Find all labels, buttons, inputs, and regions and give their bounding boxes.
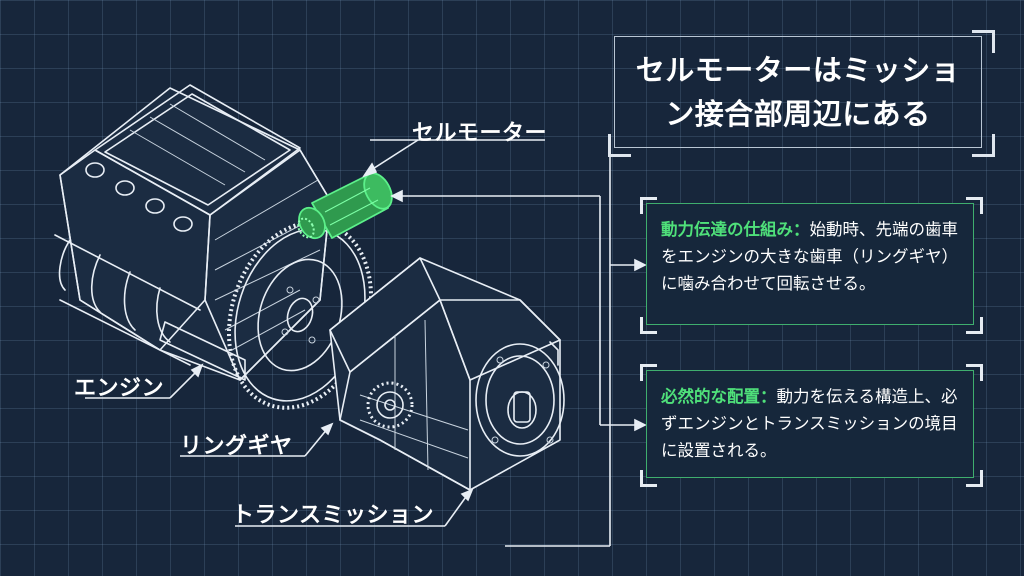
title-corner-tr <box>972 30 995 53</box>
card2-corner-bl <box>640 470 657 487</box>
title-corner-bl <box>608 134 631 157</box>
page-title: セルモーターはミッション接合部周辺にある <box>635 53 961 131</box>
card-placement-text: 動力を伝える構造上、必ずエンジンとトランスミッションの境目に設置される。 <box>661 387 958 460</box>
starter-motor-label: セルモーター <box>412 121 548 146</box>
card1-corner-tl <box>640 197 657 214</box>
engine-illustration <box>54 84 331 381</box>
card-mechanism-heading: 動力伝達の仕組み： <box>661 220 810 239</box>
card-placement-heading: 必然的な配置： <box>661 387 777 406</box>
card2-corner-tr <box>966 364 983 381</box>
info-card-mechanism: 動力伝達の仕組み：始動時、先端の歯車をエンジンの大きな歯車（リングギヤ）に噛み合… <box>646 203 974 325</box>
engine-label: エンジン <box>74 376 165 401</box>
title-box: セルモーターはミッション接合部周辺にある <box>614 36 982 148</box>
info-card-placement: 必然的な配置：動力を伝える構造上、必ずエンジンとトランスミッションの境目に設置さ… <box>646 370 974 478</box>
card1-corner-tr <box>966 197 983 214</box>
starter-motor-illustration <box>297 172 393 240</box>
card1-corner-bl <box>640 317 657 334</box>
card2-corner-br <box>966 470 983 487</box>
title-corner-br <box>972 134 995 157</box>
card-mechanism-text: 始動時、先端の歯車をエンジンの大きな歯車（リングギヤ）に噛み合わせて回転させる。 <box>661 220 958 293</box>
card1-corner-br <box>966 317 983 334</box>
ring-gear-label: リングギヤ <box>180 434 293 459</box>
card2-corner-tl <box>640 364 657 381</box>
leader-lines <box>85 139 647 547</box>
transmission-label: トランスミッション <box>232 503 435 528</box>
